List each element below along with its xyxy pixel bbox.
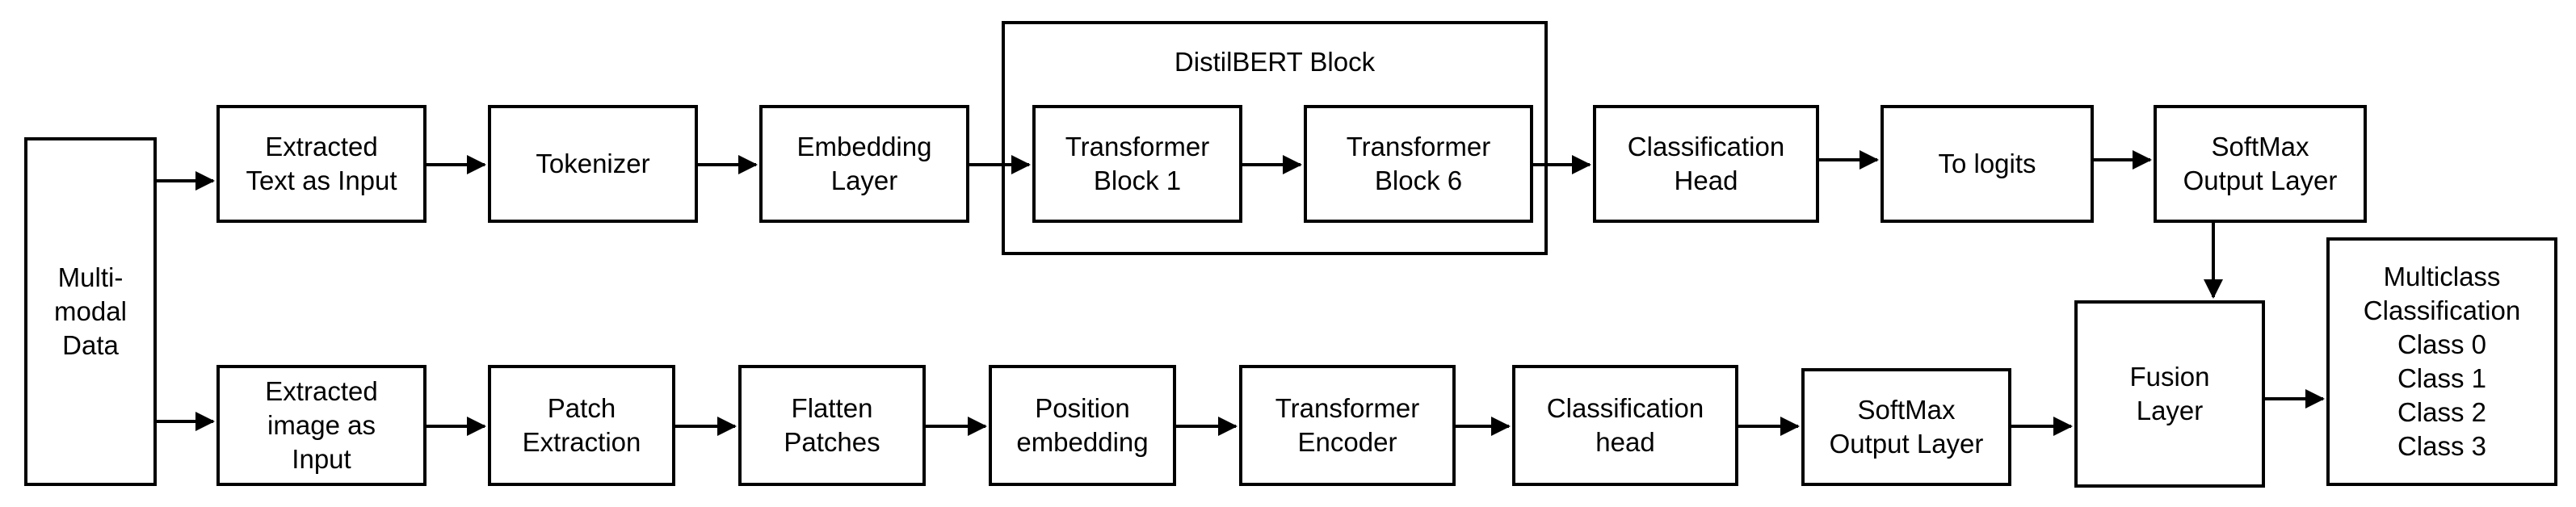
node-label-line: Patch [547,393,616,423]
classification-head-text-node: Classification Head [1593,105,1819,223]
node-label-line: Class 0 [2397,329,2487,359]
node-label-line: Classification [2363,295,2521,325]
node-label-line: Embedding [796,132,932,161]
node-label-line: Extracted [265,132,378,161]
multimodal-data-node: Multi- modal Data [24,137,157,486]
extracted-text-node: Extracted Text as Input [216,105,427,223]
node-label-line: Classification [1546,393,1704,423]
node-label-line: Block 6 [1374,166,1463,195]
node-label-line: Text as Input [246,166,397,195]
tokenizer-node: Tokenizer [488,105,698,223]
node-label-line: Input [292,444,351,474]
node-label-line: SoftMax [2211,132,2309,161]
node-label-line: Data [62,330,119,360]
softmax-text-node: SoftMax Output Layer [2154,105,2367,223]
softmax-image-node: SoftMax Output Layer [1801,368,2011,486]
node-label-line: Tokenizer [536,149,650,178]
node-label-line: Flatten [791,393,873,423]
distilbert-block-group [1002,21,1548,255]
distilbert-block-title: DistilBERT Block [1174,47,1376,77]
transformer-block-1-node: Transformer Block 1 [1032,105,1242,223]
extracted-image-node: Extracted image as Input [216,365,427,486]
node-label-line: Position [1035,393,1130,423]
node-label-line: Extraction [522,427,641,457]
node-label-line: Class 3 [2397,431,2487,461]
node-label-line: Class 1 [2397,363,2487,393]
patch-extraction-node: Patch Extraction [488,365,675,486]
node-label-line: Block 1 [1093,166,1182,195]
node-label-line: Layer [2136,396,2204,425]
position-embedding-node: Position embedding [989,365,1176,486]
fusion-layer-node: Fusion Layer [2074,300,2265,488]
node-label-line: Encoder [1297,427,1397,457]
node-label-line: head [1595,427,1655,457]
transformer-block-6-node: Transformer Block 6 [1304,105,1533,223]
node-label-line: Output Layer [1829,429,1984,459]
embedding-layer-node: Embedding Layer [759,105,969,223]
node-label-line: Patches [784,427,880,457]
node-label-line: SoftMax [1857,395,1956,425]
node-label-line: embedding [1016,427,1149,457]
node-label-line: modal [54,296,127,326]
node-label-line: Layer [830,166,898,195]
node-label-line: Transformer [1065,132,1210,161]
node-label-line: To logits [1938,149,2036,178]
transformer-encoder-node: Transformer Encoder [1239,365,1456,486]
flatten-patches-node: Flatten Patches [738,365,926,486]
node-label-line: Head [1674,166,1738,195]
node-label-line: Multiclass [2383,262,2501,291]
node-label-line: Fusion [2129,362,2210,392]
multiclass-output-node: Multiclass Classification Class 0 Class … [2326,237,2557,486]
node-label-line: Transformer [1275,393,1420,423]
to-logits-node: To logits [1881,105,2094,223]
node-label-line: Transformer [1346,132,1491,161]
node-label-line: Classification [1627,132,1785,161]
node-label-line: Output Layer [2183,166,2338,195]
classification-head-image-node: Classification head [1512,365,1738,486]
node-label-line: Extracted [265,376,378,406]
node-label-line: image as [267,410,376,440]
node-label-line: Multi- [57,262,124,292]
node-label-line: Class 2 [2397,397,2487,427]
